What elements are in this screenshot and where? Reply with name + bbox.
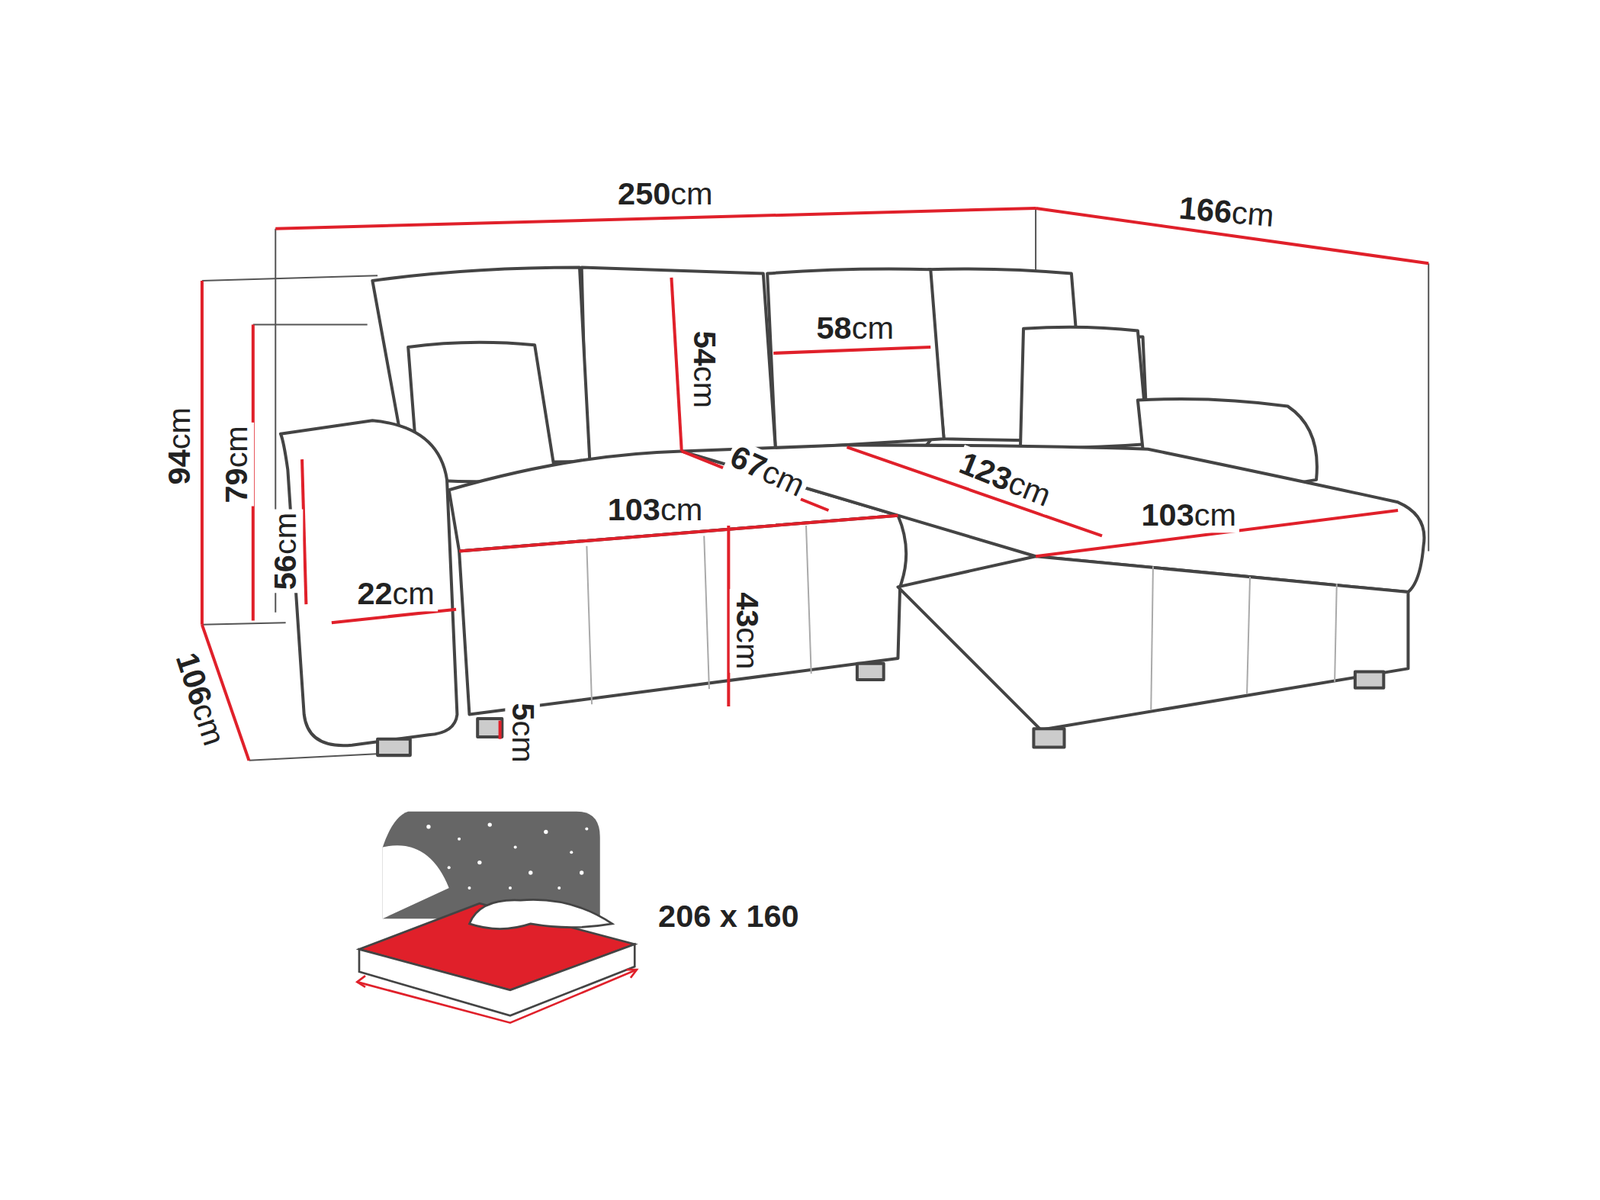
dimension-label: 54cm [686, 327, 722, 412]
dimension-label: 106cm [167, 645, 232, 752]
dimension-label: 103cm [604, 492, 707, 528]
dimension-label: 22cm [353, 576, 437, 612]
dimension-label: 43cm [729, 588, 765, 672]
dimension-value: 79 [218, 467, 254, 503]
dimension-label: 103cm [1137, 497, 1240, 534]
dimension-value: 5 [504, 702, 541, 720]
dimension-value: 43 [729, 591, 766, 627]
dimension-label: 5cm [504, 699, 540, 765]
dimension-unit: cm [504, 720, 541, 763]
dimension-label: 250cm [614, 176, 717, 212]
dimension-value: 54 [687, 330, 723, 367]
dimension-unit: cm [218, 425, 254, 468]
dimension-unit: cm [687, 366, 723, 409]
dimension-label: 79cm [219, 422, 255, 506]
dimension-value: 56 [266, 554, 303, 590]
dimension-value: 22 [356, 575, 392, 612]
dimension-label: 58cm [813, 311, 897, 347]
dimension-unit: cm [266, 512, 303, 555]
dimension-value: 103 [1141, 497, 1195, 534]
dimension-unit: cm [670, 175, 713, 212]
dimension-value: 250 [617, 175, 671, 212]
dimension-unit: cm [1230, 194, 1276, 234]
dimension-unit: cm [660, 491, 703, 528]
dimension-value: 166 [1177, 189, 1234, 231]
dimension-label: 166cm [1174, 190, 1279, 235]
dimension-unit: cm [392, 575, 435, 612]
dimension-value: 94 [160, 449, 197, 485]
dimension-unit: cm [160, 407, 197, 450]
dimension-value: 58 [816, 310, 852, 347]
dimension-value: 103 [607, 491, 661, 528]
dimension-unit: cm [851, 310, 894, 347]
dimension-unit: cm [729, 626, 766, 669]
dimension-unit: cm [1194, 497, 1237, 534]
dimension-value: 206 x 160 [658, 897, 800, 934]
dimension-label: 56cm [268, 509, 304, 593]
dimension-label: 94cm [162, 404, 198, 488]
dimension-label: 206 x 160 [655, 899, 803, 935]
